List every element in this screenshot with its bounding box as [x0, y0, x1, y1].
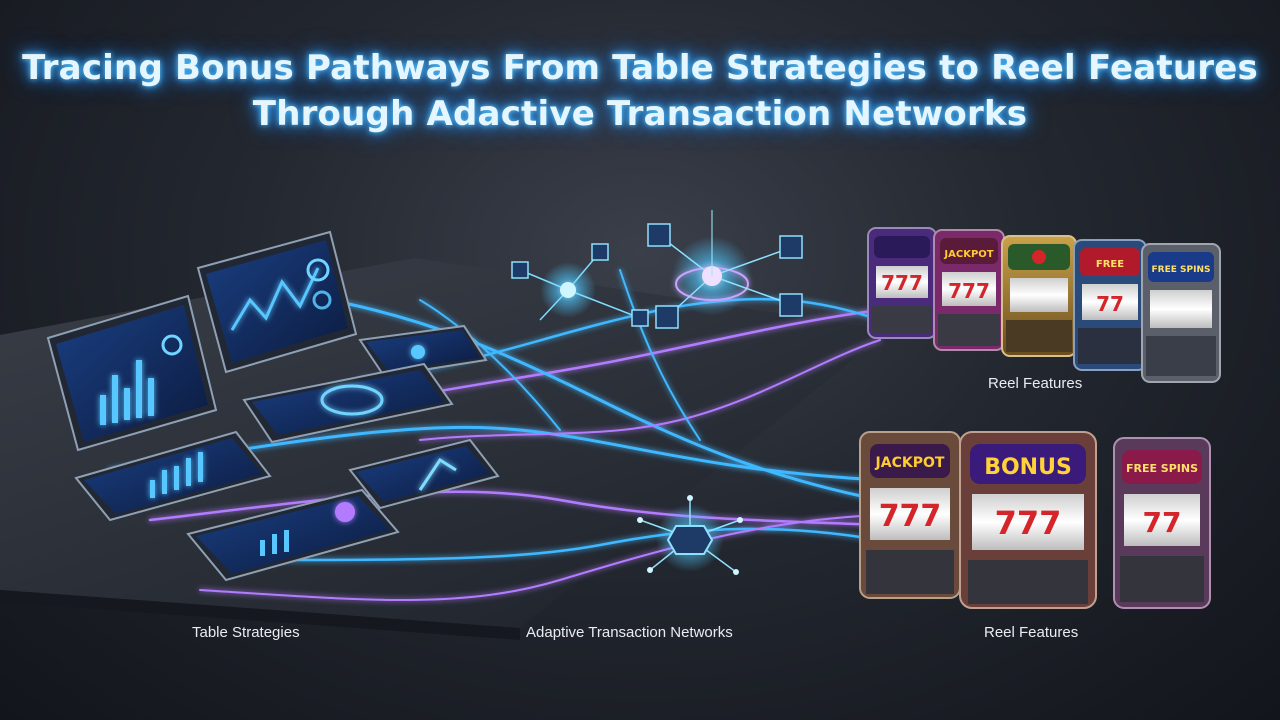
svg-text:77: 77	[1096, 292, 1124, 316]
tablet-4	[242, 362, 454, 444]
svg-text:FREE SPINS: FREE SPINS	[1152, 265, 1211, 275]
slot-machine	[1001, 235, 1077, 357]
slot-machine: JACKPOT 777	[859, 431, 961, 599]
slot-machine: 777	[867, 227, 937, 339]
tablet-6	[348, 438, 500, 510]
slot-machine: FREE 77	[1073, 239, 1147, 371]
slot-machine: JACKPOT 777	[933, 229, 1005, 351]
svg-text:JACKPOT: JACKPOT	[875, 455, 945, 471]
slot-row-bottom: JACKPOT 777 BONUS 777 FREE SPINS 77	[859, 431, 1211, 609]
svg-text:FREE SPINS: FREE SPINS	[1126, 462, 1198, 475]
svg-text:777: 777	[995, 504, 1062, 542]
tablet-5	[74, 430, 272, 522]
label-reel-features-top: Reel Features	[988, 375, 1083, 392]
tablet-1	[46, 294, 218, 452]
slot-machine: BONUS 777	[959, 431, 1097, 609]
label-network: Adaptive Transaction Networks	[526, 624, 733, 641]
svg-text:JACKPOT: JACKPOT	[943, 249, 993, 260]
slot-machine: FREE SPINS 77	[1113, 437, 1211, 609]
svg-text:77: 77	[1143, 506, 1182, 539]
label-reel-features-bottom: Reel Features	[984, 624, 1079, 641]
label-table-strategies: Table Strategies	[192, 624, 300, 641]
title-line-1: Tracing Bonus Pathways From Table Strate…	[22, 48, 1258, 88]
svg-text:FREE: FREE	[1096, 259, 1124, 270]
title-line-2: Through Adactive Transaction Networks	[252, 94, 1028, 134]
network-node-center	[647, 210, 803, 329]
svg-text:777: 777	[879, 499, 942, 534]
svg-text:BONUS: BONUS	[984, 455, 1072, 480]
tablet-3	[358, 324, 488, 378]
svg-text:777: 777	[948, 279, 990, 303]
slot-machine: FREE SPINS	[1141, 243, 1221, 383]
slot-row-top: 777 JACKPOT 777 FREE	[867, 227, 1221, 383]
platform-edge	[0, 590, 520, 640]
network-node-left	[511, 243, 649, 327]
svg-text:777: 777	[881, 271, 923, 295]
tablet-7	[186, 488, 400, 582]
tablet-2	[196, 230, 358, 374]
network-node-bottom	[637, 495, 743, 575]
